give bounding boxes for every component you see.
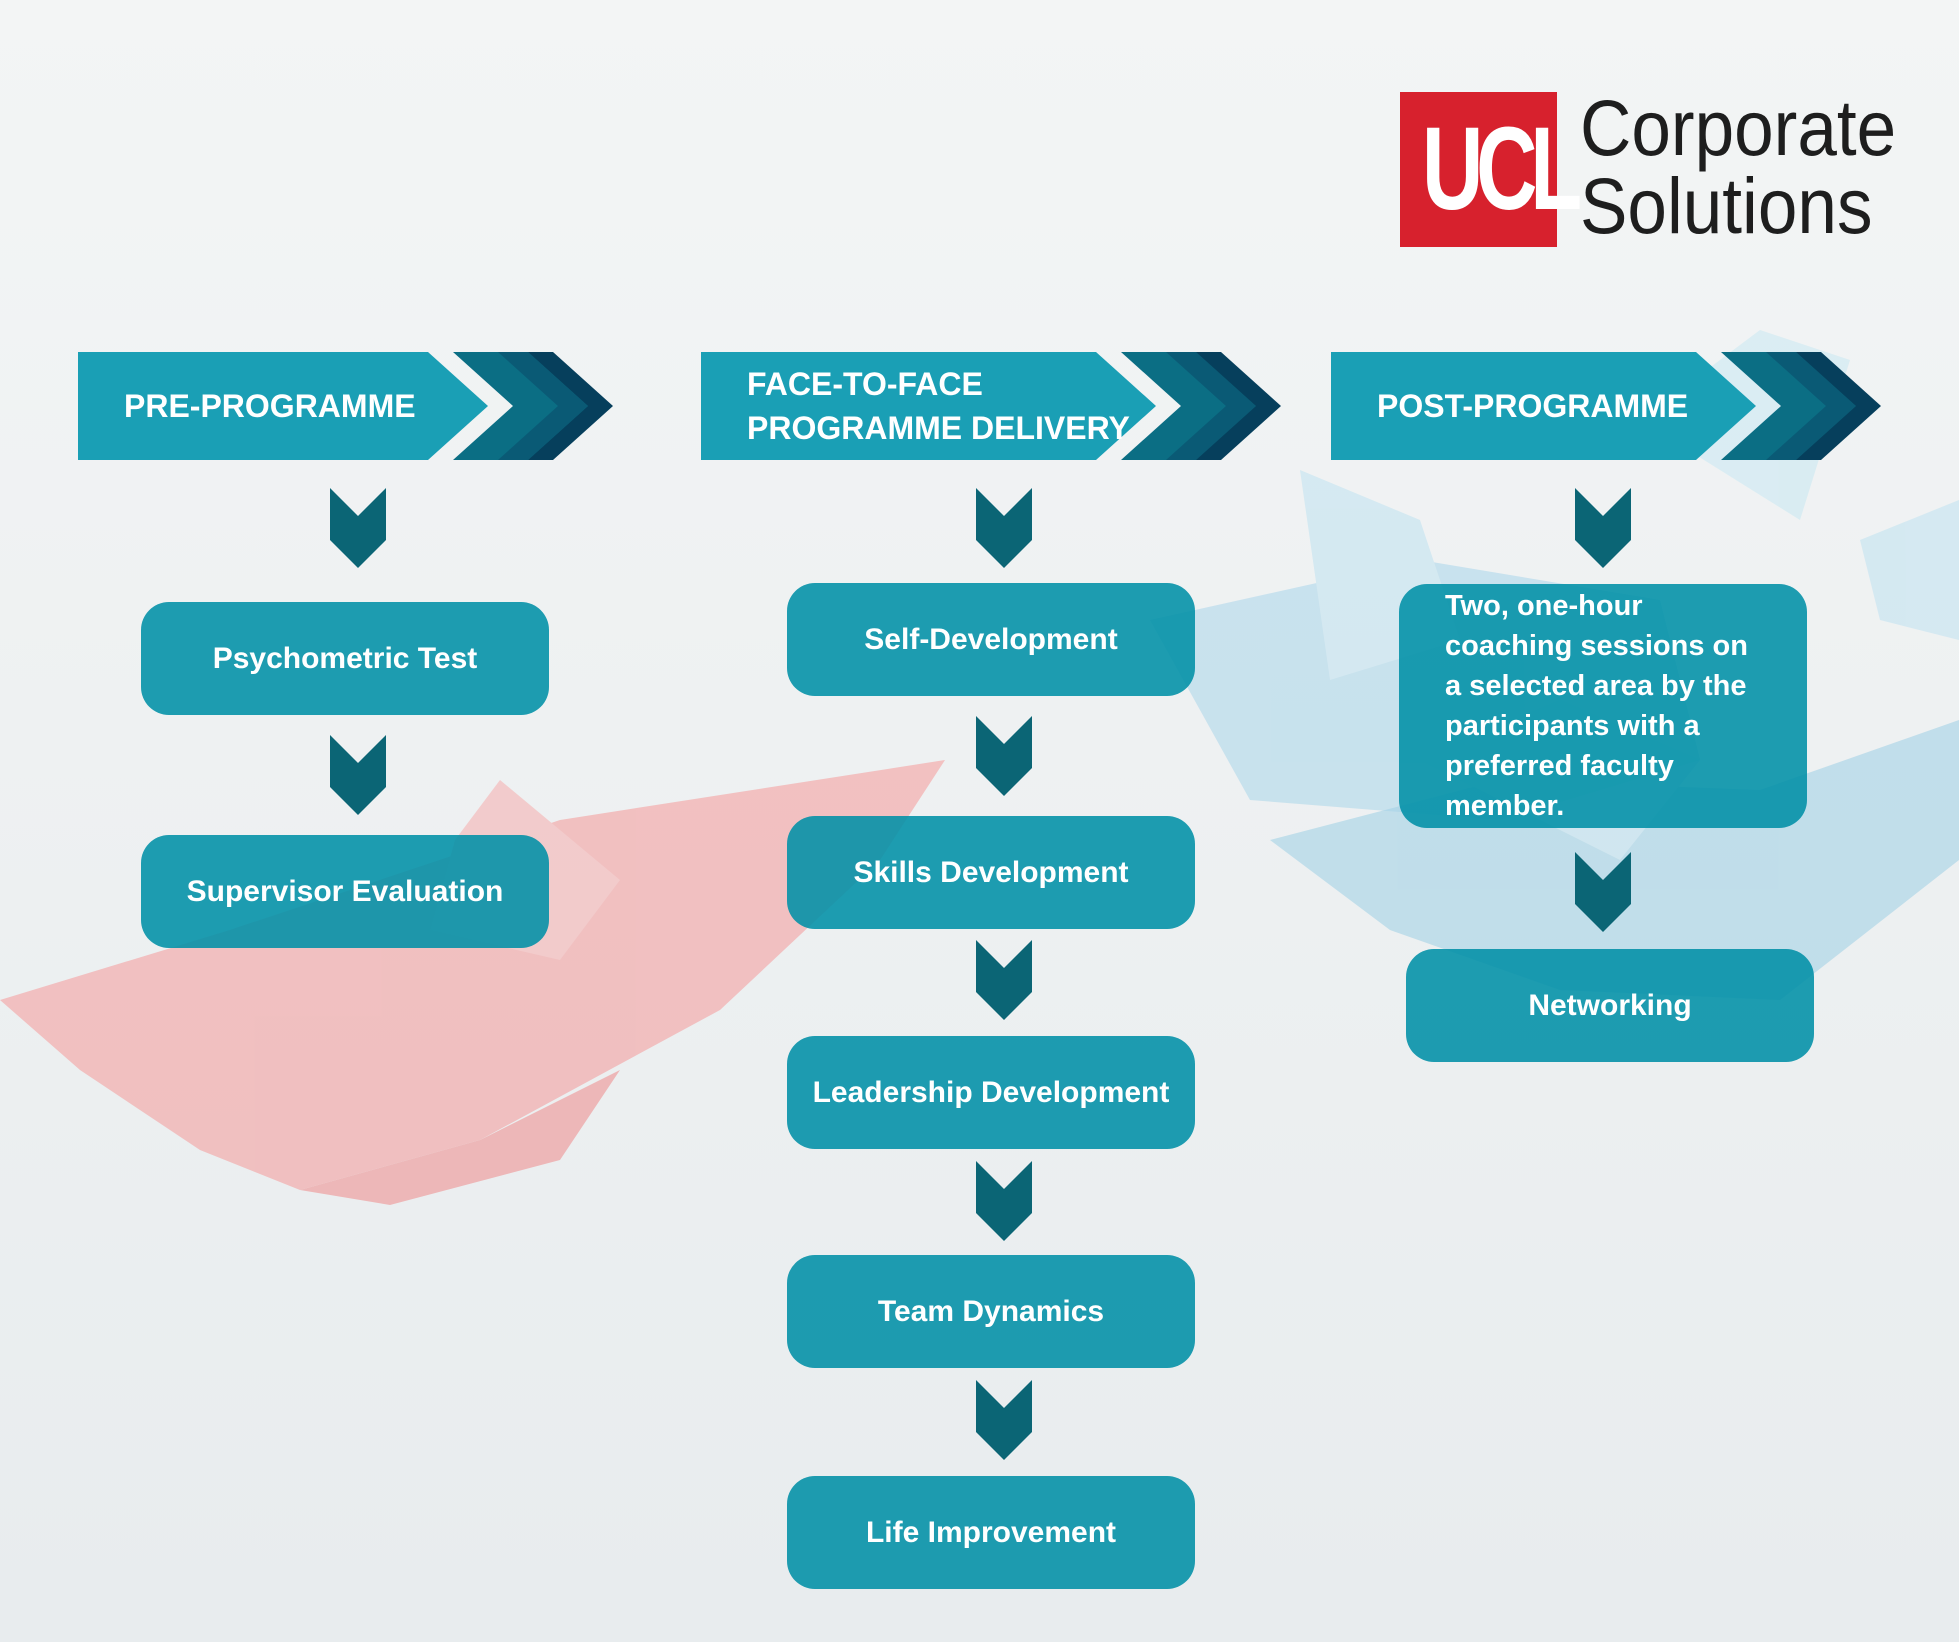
step-life-improvement: Life Improvement	[787, 1476, 1195, 1589]
down-chevron-icon	[1575, 488, 1631, 568]
logo-text-corporate: Corporate	[1580, 83, 1897, 172]
step-supervisor-evaluation: Supervisor Evaluation	[141, 835, 549, 948]
ucl-corporate-solutions-logo: UCL Corporate Solutions	[1400, 83, 1900, 253]
header-label: FACE-TO-FACE PROGRAMME DELIVERY	[747, 366, 1130, 446]
ucl-logo-mark: UCL	[1421, 103, 1582, 235]
step-coaching-sessions: Two, one-hour coaching sessions on a sel…	[1399, 584, 1807, 828]
step-leadership-development: Leadership Development	[787, 1036, 1195, 1149]
header-post-programme: POST-PROGRAMME	[1331, 352, 1881, 460]
step-self-development: Self-Development	[787, 583, 1195, 696]
down-chevron-icon	[976, 1161, 1032, 1241]
header-label: POST-PROGRAMME	[1377, 388, 1689, 424]
down-chevron-icon	[976, 1380, 1032, 1460]
header-chevron-band	[701, 352, 1281, 460]
header-chevron-band	[78, 352, 613, 460]
header-pre-programme: PRE-PROGRAMME	[78, 352, 613, 460]
down-chevron-icon	[330, 488, 386, 568]
logo-text-solutions: Solutions	[1580, 161, 1873, 250]
ucl-logo-box: UCL	[1400, 92, 1582, 247]
down-chevron-icon	[330, 735, 386, 815]
down-chevron-icon	[976, 940, 1032, 1020]
step-networking: Networking	[1406, 949, 1814, 1062]
down-chevron-icon	[1575, 852, 1631, 932]
down-chevron-icon	[976, 716, 1032, 796]
down-chevron-icon	[976, 488, 1032, 568]
step-psychometric-test: Psychometric Test	[141, 602, 549, 715]
step-skills-development: Skills Development	[787, 816, 1195, 929]
header-chevron-band	[1331, 352, 1881, 460]
step-team-dynamics: Team Dynamics	[787, 1255, 1195, 1368]
header-face-to-face: FACE-TO-FACE PROGRAMME DELIVERY	[701, 352, 1281, 460]
header-label: PRE-PROGRAMME	[124, 388, 416, 424]
